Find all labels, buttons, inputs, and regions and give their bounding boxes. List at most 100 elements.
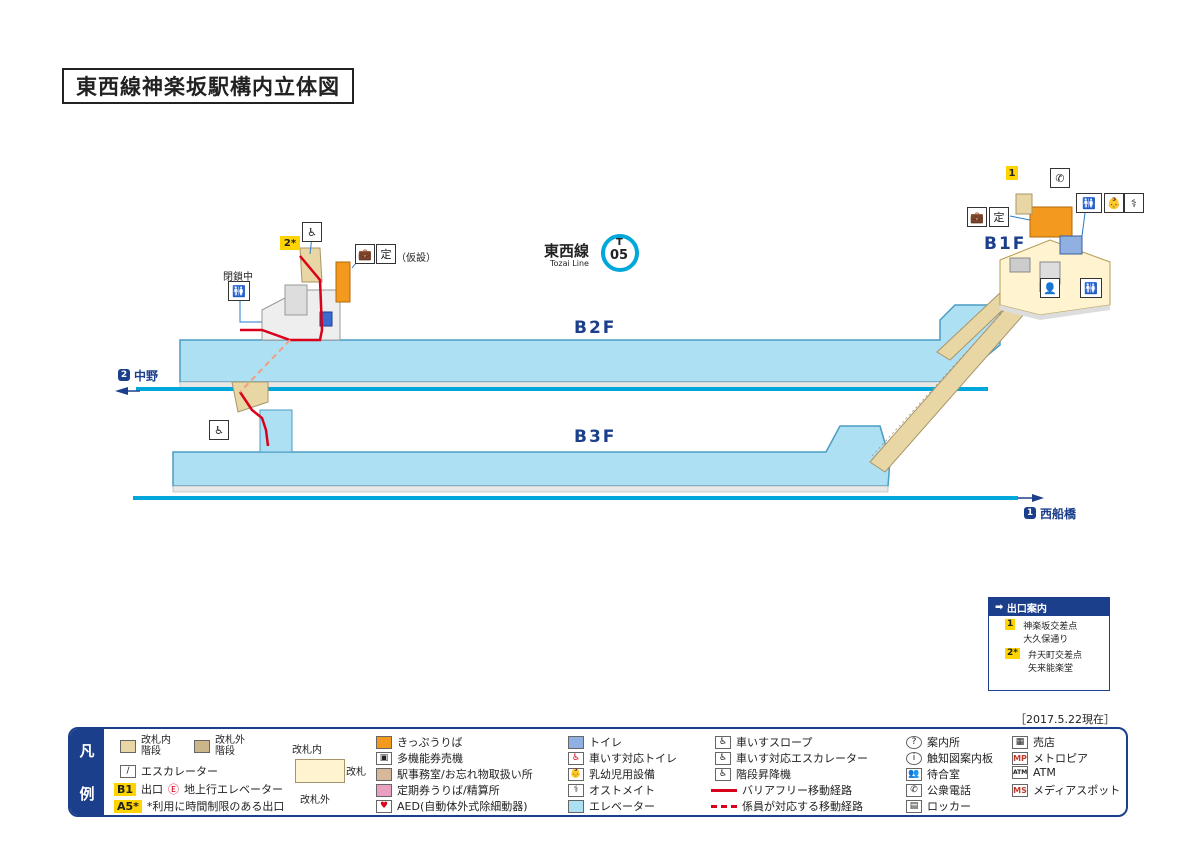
exit-2-badge: 2* — [280, 236, 300, 250]
toilet-accessible-icon: 🚻 — [1076, 193, 1102, 213]
locker-icon: ▤ — [906, 799, 922, 813]
legend-slope: ♿車いすスロープ — [715, 734, 812, 750]
floor-label-b1f: B1F — [984, 234, 1027, 254]
slope-icon: ♿ — [715, 735, 731, 749]
wheelchair-toilet-icon: ♿ — [568, 751, 584, 765]
ticket-machine-legend-icon: ▣ — [376, 751, 392, 765]
legend-stair-lift: ♿階段昇降機 — [715, 766, 791, 782]
station-code-letter: T — [616, 237, 623, 248]
stairs-out-icon — [194, 739, 210, 753]
wheelchair-escalator-legend-icon: ♿ — [715, 751, 731, 765]
toilet-legend-icon — [568, 735, 584, 749]
temporary-label: （仮設） — [396, 253, 436, 264]
waiting-room-icon: 👥 — [906, 767, 922, 781]
direction-left-number: 2 — [118, 369, 130, 381]
station-number-badge — [601, 234, 639, 272]
closed-label: 閉鎖中 — [223, 272, 253, 283]
commuter-pass-legend-icon — [376, 783, 392, 797]
legend-staff-route: 係員が対応する移動経路 — [711, 798, 863, 814]
legend-ticket-area: きっぷうりば — [376, 734, 463, 750]
line-name-en: Tozai Line — [550, 259, 589, 268]
platform-b3f — [172, 409, 891, 493]
station-code-number: 05 — [610, 248, 629, 263]
barrier-free-route-bottom — [238, 391, 270, 447]
date-label: ［2017.5.22現在］ — [1015, 713, 1115, 726]
page-title: 東西線神楽坂駅構内立体図 — [62, 68, 354, 104]
legend-waiting-room: 👥待合室 — [906, 766, 960, 782]
legend-side: 凡例 — [70, 729, 104, 815]
direction-left-name: 中野 — [134, 369, 159, 383]
legend-time-limited: A5**利用に時間制限のある出口 — [114, 798, 284, 814]
exit-guide-header: ➡ 出口案内 — [989, 598, 1109, 616]
public-phone-icon: ✆ — [1050, 168, 1070, 188]
barrier-free-route-top — [240, 255, 324, 342]
station-office-icon: 👤 — [1040, 278, 1060, 298]
legend-toilet: トイレ — [568, 734, 622, 750]
staff-route — [239, 339, 291, 393]
ticket-office-icon: 💼 — [355, 244, 375, 264]
legend-ostomate: ⚕オストメイト — [568, 782, 655, 798]
legend-gate: 改札 — [346, 767, 366, 778]
elevator-icon — [568, 799, 584, 813]
tactile-map-icon: i — [906, 751, 922, 765]
legend-gate-icon — [295, 759, 345, 783]
metropia-icon: MP — [1012, 751, 1028, 765]
baby-facilities-icon: 👶 — [1104, 193, 1124, 213]
legend-gate-in-stairs: 改札内 階段 — [120, 735, 171, 757]
commuter-pass-icon: 定 — [376, 244, 396, 264]
legend-locker: ▤ロッカー — [906, 798, 971, 814]
legend-elevator: エレベーター — [568, 798, 655, 814]
exit-guide-item: 2* 弁天町交差点矢来能楽堂 — [1005, 648, 1082, 674]
legend-escalator: /エスカレーター — [120, 763, 218, 779]
exit-guide-item: 1 神楽坂交差点大久保通り — [1005, 619, 1078, 645]
legend-shop: ▦売店 — [1012, 734, 1055, 750]
ticket-area-icon — [376, 735, 392, 749]
legend-gate-outside: 改札外 — [300, 795, 330, 806]
toilet-icon: 🚻 — [228, 281, 250, 301]
legend-station-office: 駅事務室/お忘れ物取扱い所 — [376, 766, 533, 782]
shop-icon: ▦ — [1012, 735, 1028, 749]
elevator-up-icon: Ⓔ — [168, 783, 180, 796]
legend-barrier-free-route: バリアフリー移動経路 — [711, 782, 852, 798]
aed-icon: ♥ — [376, 799, 392, 813]
legend-wheelchair-toilet: ♿車いす対応トイレ — [568, 750, 677, 766]
stairs-icon — [120, 739, 136, 753]
legend-gate-inside: 改札内 — [292, 745, 322, 756]
station-office-legend-icon — [376, 767, 392, 781]
exit-1-badge: 1 — [1006, 166, 1018, 180]
ostomate-icon: ⚕ — [1124, 193, 1144, 213]
floor-label-b2f: B2F — [574, 318, 617, 338]
legend-info: ?案内所 — [906, 734, 960, 750]
legend-wheelchair-escalator: ♿車いす対応エスカレーター — [715, 750, 868, 766]
legend-baby: 👶乳幼児用設備 — [568, 766, 655, 782]
commuter-pass-office-icon: 定 — [989, 207, 1009, 227]
direction-right-name: 西船橋 — [1040, 507, 1077, 521]
media-spot-icon: MS — [1012, 783, 1028, 797]
legend-gate-out-stairs: 改札外 階段 — [194, 735, 245, 757]
legend-multi-ticket: ▣多機能券売機 — [376, 750, 463, 766]
floor-label-b3f: B3F — [574, 427, 617, 447]
wheelchair-escalator-icon: ♿ — [209, 420, 229, 440]
escalator-icon: / — [120, 764, 136, 778]
info-icon: ? — [906, 735, 922, 749]
legend-aed: ♥AED(自動体外式除細動器) — [376, 798, 528, 814]
toilet-b1f-icon: 🚻 — [1080, 278, 1102, 298]
baby-icon: 👶 — [568, 767, 584, 781]
legend-public-phone: ✆公衆電話 — [906, 782, 971, 798]
stair-lift-icon: ♿ — [715, 767, 731, 781]
phone-legend-icon: ✆ — [906, 783, 922, 797]
direction-right-number: 1 — [1024, 507, 1036, 519]
legend-commuter-pass: 定期券うりば/精算所 — [376, 782, 500, 798]
wheelchair-icon: ♿ — [302, 222, 322, 242]
atm-icon: ATM — [1012, 766, 1028, 779]
ostomate-legend-icon: ⚕ — [568, 783, 584, 797]
exit-guide: ➡ 出口案内 1 神楽坂交差点大久保通り 2* 弁天町交差点矢来能楽堂 — [988, 597, 1110, 691]
line-name: 東西線 — [544, 242, 590, 260]
